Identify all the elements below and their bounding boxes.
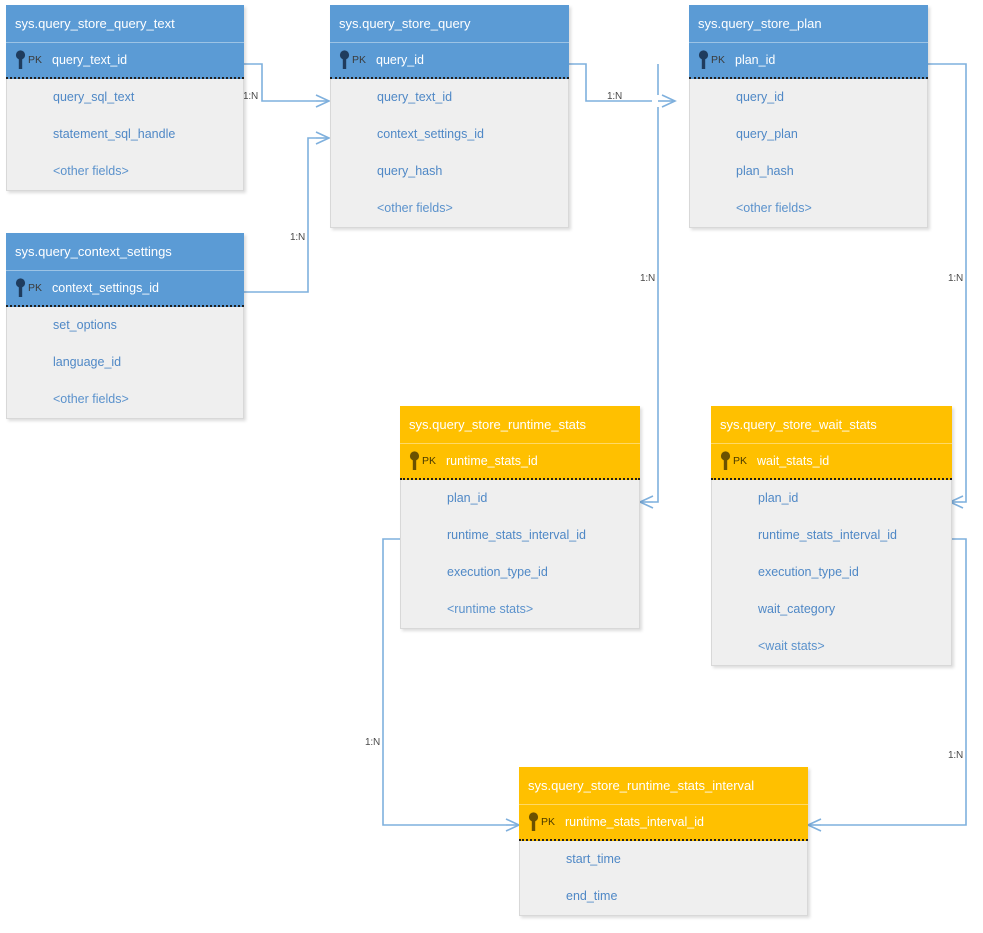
entity-table-query-text[interactable]: sys.query_store_query_text PK query_text… — [6, 5, 244, 191]
key-icon — [409, 451, 420, 470]
entity-table-plan[interactable]: sys.query_store_plan PK plan_id query_id… — [689, 5, 928, 228]
table-field: <other fields> — [53, 164, 129, 178]
key-icon — [720, 451, 731, 470]
cardinality-label-r1: 1:N — [243, 91, 258, 102]
pk-tag: PK — [733, 455, 748, 467]
table-field-list: set_options language_id <other fields> — [6, 307, 244, 419]
key-icon — [15, 50, 26, 69]
pk-field-name: runtime_stats_interval_id — [565, 815, 704, 829]
table-field: query_sql_text — [53, 90, 135, 104]
table-field: runtime_stats_interval_id — [758, 528, 897, 542]
relationship-r4: 1:N — [638, 64, 659, 509]
table-field-list: query_sql_text statement_sql_handle <oth… — [6, 79, 244, 191]
cardinality-label-r4: 1:N — [640, 273, 655, 284]
table-primary-key-row: PK context_settings_id — [6, 271, 244, 307]
table-title: sys.query_store_plan — [689, 5, 928, 43]
table-field-list: plan_id runtime_stats_interval_id execut… — [400, 480, 640, 629]
entity-table-query[interactable]: sys.query_store_query PK query_id query_… — [330, 5, 569, 228]
pk-tag: PK — [711, 54, 726, 66]
table-title: sys.query_store_query — [330, 5, 569, 43]
cardinality-label-r6: 1:N — [365, 737, 380, 748]
table-primary-key-row: PK query_text_id — [6, 43, 244, 79]
table-field: query_hash — [377, 164, 443, 178]
table-field: set_options — [53, 318, 117, 332]
table-field: language_id — [53, 355, 122, 369]
table-field: runtime_stats_interval_id — [447, 528, 586, 542]
pk-tag: PK — [352, 54, 367, 66]
table-primary-key-row: PK runtime_stats_interval_id — [519, 805, 808, 841]
table-field: plan_id — [447, 491, 488, 505]
table-field: <other fields> — [53, 392, 129, 406]
table-field: plan_hash — [736, 164, 794, 178]
table-field: execution_type_id — [758, 565, 859, 579]
table-field-list: start_time end_time — [519, 841, 808, 916]
table-field: context_settings_id — [377, 127, 485, 141]
pk-field-name: context_settings_id — [52, 281, 160, 295]
entity-table-runtime-stats-interval[interactable]: sys.query_store_runtime_stats_interval P… — [519, 767, 808, 916]
table-field: query_plan — [736, 127, 798, 141]
table-field: query_id — [736, 90, 784, 104]
table-field: <runtime stats> — [447, 602, 534, 616]
key-icon — [339, 50, 350, 69]
table-field: query_text_id — [377, 90, 453, 104]
table-field-list: query_text_id context_settings_id query_… — [330, 79, 569, 228]
entity-table-wait-stats[interactable]: sys.query_store_wait_stats PK wait_stats… — [711, 406, 952, 666]
table-title: sys.query_store_wait_stats — [711, 406, 952, 444]
relationship-r1: 1:N — [243, 63, 331, 108]
table-field: end_time — [566, 889, 618, 903]
entity-table-context-settings[interactable]: sys.query_context_settings PK context_se… — [6, 233, 244, 419]
key-icon — [15, 278, 26, 297]
table-field: <wait stats> — [758, 639, 825, 653]
table-field: <other fields> — [377, 201, 453, 215]
table-field: plan_id — [758, 491, 799, 505]
table-field: <other fields> — [736, 201, 812, 215]
table-primary-key-row: PK runtime_stats_id — [400, 444, 640, 480]
table-field: wait_category — [758, 602, 836, 616]
cardinality-label-r5: 1:N — [948, 273, 963, 284]
table-primary-key-row: PK query_id — [330, 43, 569, 79]
relationship-r3: 1:N — [569, 63, 677, 108]
pk-tag: PK — [28, 282, 43, 294]
table-field: statement_sql_handle — [53, 127, 176, 141]
cardinality-label-r3: 1:N — [607, 91, 622, 102]
cardinality-label-r2: 1:N — [290, 232, 305, 243]
table-primary-key-row: PK plan_id — [689, 43, 928, 79]
table-title: sys.query_context_settings — [6, 233, 244, 271]
pk-tag: PK — [541, 816, 556, 828]
table-field-list: query_id query_plan plan_hash <other fie… — [689, 79, 928, 228]
pk-field-name: query_id — [376, 53, 424, 67]
pk-field-name: runtime_stats_id — [446, 454, 538, 468]
table-field: execution_type_id — [447, 565, 548, 579]
relationship-r2: 1:N — [244, 131, 331, 293]
table-field: start_time — [566, 852, 621, 866]
pk-field-name: wait_stats_id — [757, 454, 830, 468]
table-title: sys.query_store_runtime_stats — [400, 406, 640, 444]
table-title: sys.query_store_runtime_stats_interval — [519, 767, 808, 805]
table-field-list: plan_id runtime_stats_interval_id execut… — [711, 480, 952, 666]
table-primary-key-row: PK wait_stats_id — [711, 444, 952, 480]
entity-table-runtime-stats[interactable]: sys.query_store_runtime_stats PK runtime… — [400, 406, 640, 629]
pk-tag: PK — [422, 455, 437, 467]
pk-field-name: plan_id — [735, 53, 776, 67]
key-icon — [698, 50, 709, 69]
pk-field-name: query_text_id — [52, 53, 128, 67]
cardinality-label-r7: 1:N — [948, 750, 963, 761]
key-icon — [528, 812, 539, 831]
pk-tag: PK — [28, 54, 43, 66]
table-title: sys.query_store_query_text — [6, 5, 244, 43]
